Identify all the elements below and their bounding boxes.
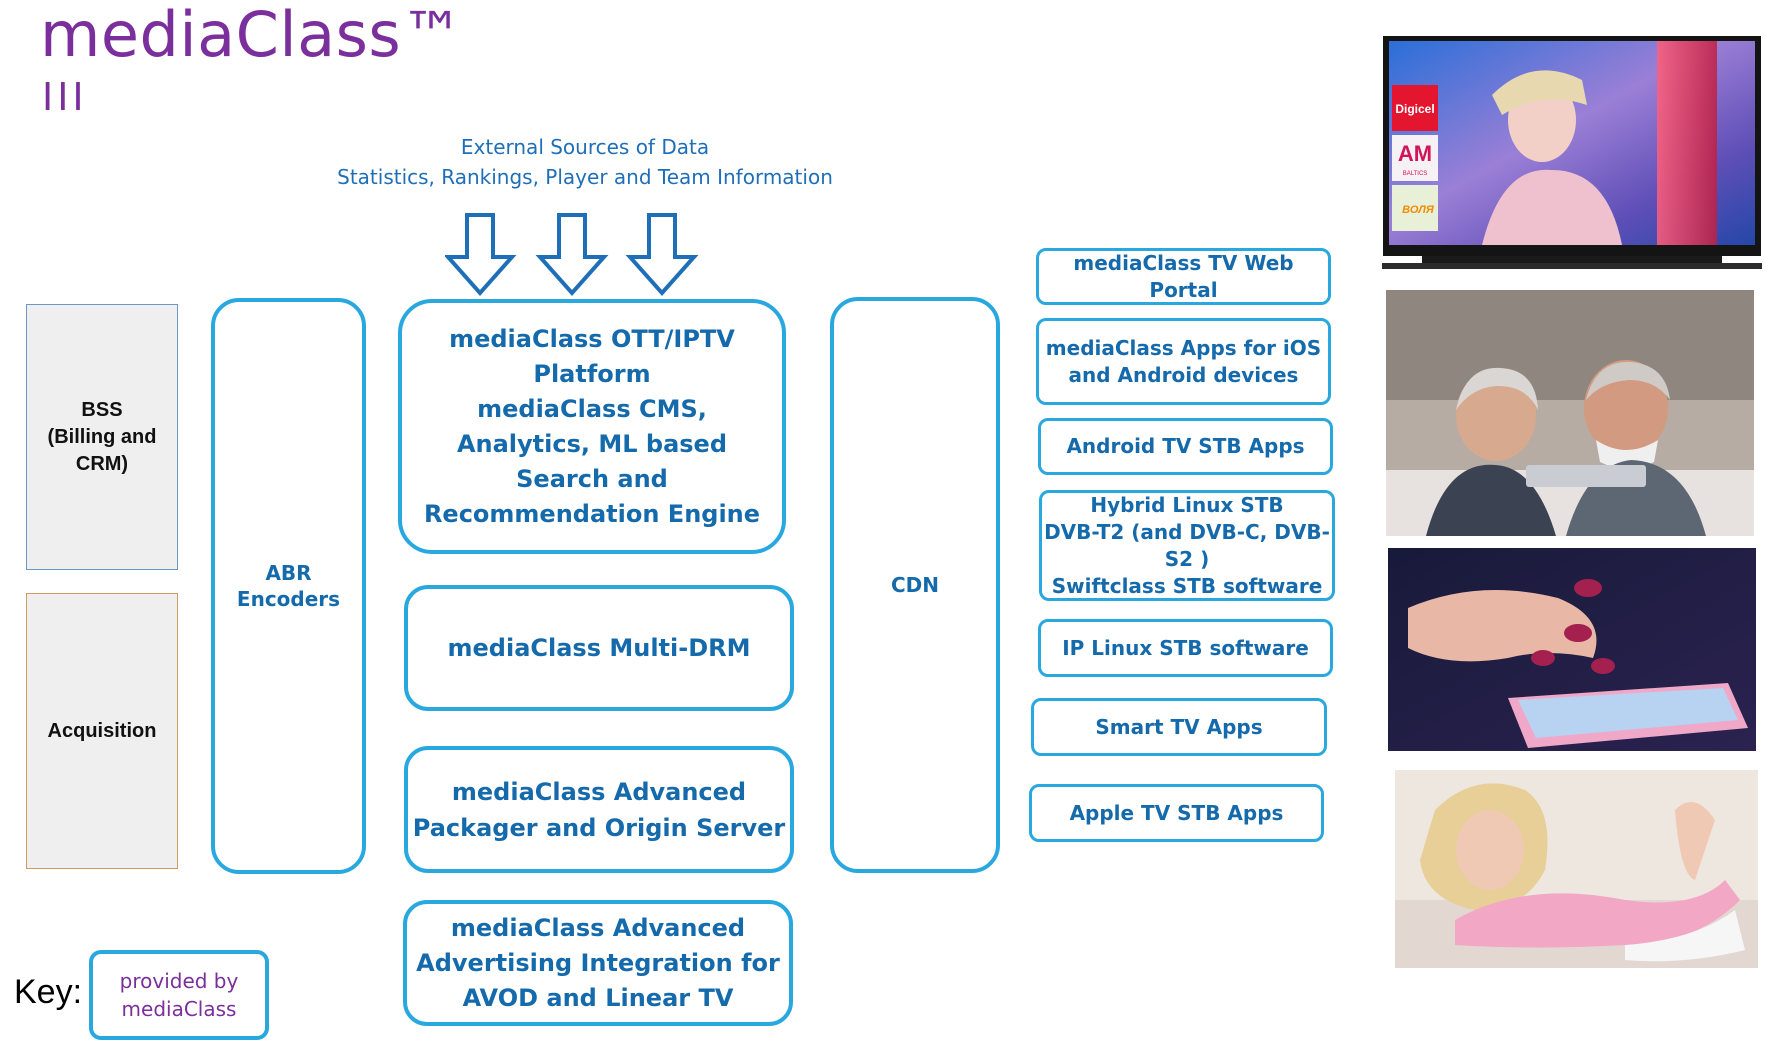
down-arrow-icon [535, 213, 609, 297]
drm-label: mediaClass Multi-DRM [447, 634, 751, 662]
packager-box: mediaClass Advanced Packager and Origin … [404, 746, 794, 873]
digicel-logo-text: Digicel [1395, 102, 1434, 116]
am-logo-text: AM [1398, 141, 1432, 166]
endpoint-apple-tv: Apple TV STB Apps [1029, 784, 1324, 842]
ott-iptv-platform-box: mediaClass OTT/IPTV Platform mediaClass … [398, 299, 786, 554]
key-legend-box: provided by mediaClass [89, 950, 269, 1040]
advertising-line: Advertising Integration for [416, 948, 780, 977]
packager-line: mediaClass Advanced [451, 777, 747, 806]
couple-laptop-photo [1386, 290, 1754, 536]
volia-logo-icon [1392, 185, 1438, 231]
endpoint-line: IP Linux STB software [1062, 635, 1309, 660]
endpoint-ip-stb: IP Linux STB software [1038, 619, 1333, 677]
platform-line: Platform [533, 359, 651, 388]
platform-line: Analytics, ML based [456, 429, 728, 458]
external-sources-title: External Sources of Data [460, 135, 710, 159]
advertising-line: AVOD and Linear TV [462, 983, 734, 1012]
smartphone-hand-photo [1388, 548, 1756, 751]
volia-logo-text: ВОЛЯ [1402, 204, 1435, 216]
key-line: mediaClass [121, 997, 237, 1021]
platform-line: mediaClass OTT/IPTV [449, 324, 735, 353]
endpoint-line: mediaClass Apps for iOS [1045, 335, 1322, 360]
down-arrow-icon [445, 213, 517, 297]
abr-encoders-box: ABR Encoders [211, 298, 366, 874]
down-arrow-icon [625, 213, 699, 297]
endpoint-line: Hybrid Linux STB [1090, 492, 1284, 517]
acquisition-label: Acquisition [47, 719, 157, 742]
abr-line: Encoders [236, 587, 341, 611]
page-title: mediaClass™ [40, 0, 464, 71]
endpoint-smart-tv: Smart TV Apps [1031, 698, 1327, 756]
key-line: provided by [119, 969, 239, 993]
external-sources-detail: Statistics, Rankings, Player and Team In… [337, 165, 833, 189]
endpoint-mobile-apps: mediaClass Apps for iOS and Android devi… [1036, 318, 1331, 405]
bss-box: BSS (Billing and CRM) [26, 304, 178, 570]
page-subtitle: III [42, 75, 88, 119]
platform-line: Search and [516, 464, 668, 493]
acquisition-box: Acquisition [26, 593, 178, 869]
am-logo-sub: BALTICS [1403, 171, 1428, 177]
packager-line: Packager and Origin Server [412, 813, 786, 842]
multi-drm-box: mediaClass Multi-DRM [404, 585, 794, 711]
endpoint-android-tv: Android TV STB Apps [1038, 418, 1333, 475]
platform-line: Recommendation Engine [423, 499, 761, 528]
cdn-box: CDN [830, 297, 1000, 873]
advertising-box: mediaClass Advanced Advertising Integrat… [403, 900, 793, 1026]
endpoint-line: Smart TV Apps [1095, 714, 1263, 739]
platform-line: mediaClass CMS, [477, 394, 707, 423]
data-flow-arrows [445, 213, 699, 297]
endpoint-line: Apple TV STB Apps [1069, 800, 1284, 825]
am-baltics-logo-icon [1392, 135, 1438, 181]
endpoint-line: and Android devices [1068, 362, 1299, 387]
external-sources-label: External Sources of Data Statistics, Ran… [330, 132, 840, 192]
endpoint-hybrid-stb: Hybrid Linux STB DVB-T2 (and DVB-C, DVB-… [1039, 490, 1335, 601]
endpoint-line: Swiftclass STB software [1051, 573, 1323, 598]
laughing-woman-photo [1395, 770, 1758, 968]
key-label: Key: [14, 973, 83, 1011]
cdn-label: CDN [890, 573, 940, 597]
abr-line: ABR [265, 561, 312, 585]
endpoint-web-portal: mediaClass TV Web Portal [1036, 248, 1331, 305]
bss-line: (Billing and [47, 425, 157, 448]
endpoint-line: DVB-T2 (and DVB-C, DVB-S2 ) [1044, 519, 1330, 571]
tv-photo: Digicel AM BALTICS ВОЛЯ [1382, 35, 1762, 281]
advertising-line: mediaClass Advanced [450, 913, 746, 942]
digicel-logo-icon [1392, 85, 1438, 131]
endpoint-line: mediaClass TV Web Portal [1073, 250, 1294, 302]
endpoint-line: Android TV STB Apps [1066, 434, 1305, 458]
bss-line: CRM) [75, 452, 129, 475]
bss-line: BSS [81, 398, 123, 421]
